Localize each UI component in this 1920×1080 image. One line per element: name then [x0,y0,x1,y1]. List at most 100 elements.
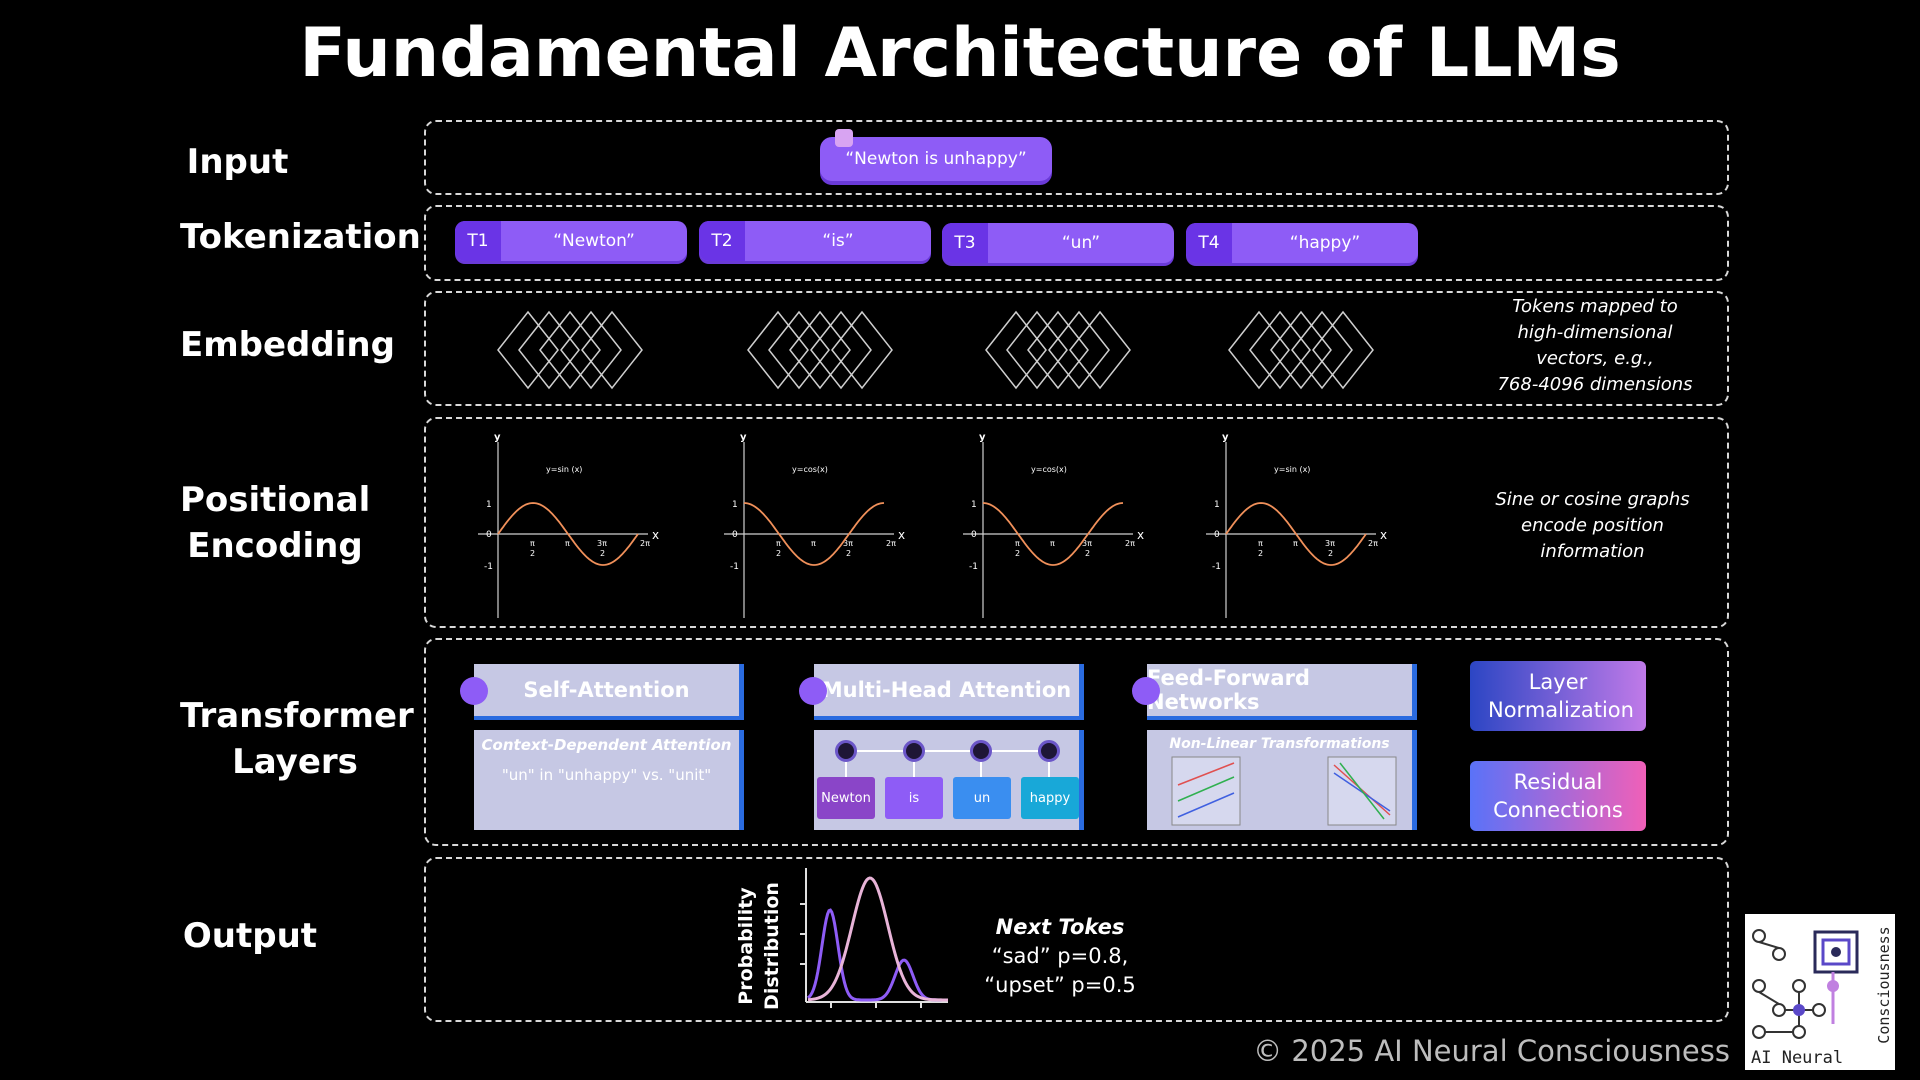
token-t2: T2 “is” [699,221,931,261]
y-label-line: Distribution [761,882,783,1010]
tick-label: 1 [1214,500,1220,510]
ffn-subtitle: Non-Linear Transformations [1169,736,1390,752]
tick-label: 2 [530,549,535,558]
tick-label: 1 [486,500,492,510]
tick-label: 3π [843,539,853,548]
multi-head-bullet-icon [799,677,827,705]
embedding-row-box [424,291,1729,406]
brand-logo: AI Neural Consciousness [1745,914,1895,1070]
graph-title: y=cos(x) [1031,465,1067,474]
tick-label: π [1293,539,1298,548]
input-text-pill: “Newton is unhappy” [820,137,1052,181]
tick-label: 1 [732,500,738,510]
next-token-line: “upset” p=0.5 [984,973,1136,997]
note-line: information [1540,541,1645,562]
tokenization-row-box [424,205,1729,281]
self-attention-body: Context-Dependent Attention "un" in "unh… [474,730,744,830]
row-label-tokenization: Tokenization [180,217,421,257]
encoding-curve [497,502,639,566]
ffn-header: Feed-Forward Networks [1147,664,1417,720]
tick-label: -1 [1212,562,1221,572]
output-distribution-chart [800,868,948,1008]
mh-token-happy: happy [1021,777,1079,819]
ffn-title: Feed-Forward Networks [1147,666,1310,714]
page-title: Fundamental Architecture of LLMs [299,14,1621,93]
self-attention-subtitle: Context-Dependent Attention [481,736,732,754]
input-row-box [424,120,1729,195]
tick-label: 0 [732,530,738,540]
mh-token-un: un [953,777,1011,819]
tick-label: π [530,539,535,548]
note-line: Sine or cosine graphs [1495,489,1690,510]
token-text: “is” [822,231,854,251]
attention-node-icon [970,740,992,762]
logo-text-side: Consciousness [1875,926,1893,1044]
encoding-curve [743,502,885,566]
tick-label: -1 [969,562,978,572]
self-attention-bullet-icon [460,677,488,705]
tick-label: 2 [776,549,781,558]
tick-label: 2π [1125,539,1135,548]
tick-label: 2 [846,549,851,558]
tick-label: π [565,539,570,548]
axis-x-label: x [1380,528,1387,542]
token-id: T4 [1186,223,1232,263]
row-label-encoding: Encoding [187,526,363,566]
tick-label: π [811,539,816,548]
positional-note: Sine or cosine graphs encode position in… [1480,487,1705,565]
layer-normalization-label: Layer Normalization [1488,670,1634,722]
tick-label: π [1015,539,1020,548]
tick-label: 2 [600,549,605,558]
mh-token-is: is [885,777,943,819]
note-line: vectors, e.g., [1536,348,1654,369]
output-row-box [424,857,1729,1022]
note-line: high-dimensional [1517,322,1673,343]
token-text: “happy” [1289,233,1361,253]
multi-head-header: Multi-Head Attention [814,664,1084,720]
encoding-curve [1225,502,1367,566]
axis-x-label: x [898,528,905,542]
footer-copyright: © 2025 AI Neural Consciousness [1253,1034,1730,1068]
token-t3: T3 “un” [942,223,1174,263]
axis-y-label: y [494,432,501,443]
token-id: T1 [455,221,501,261]
input-text: “Newton is unhappy” [845,149,1027,169]
axis-y-label: y [979,432,986,443]
graph-title: y=cos(x) [792,465,828,474]
y-label-line: Probability [735,887,757,1005]
input-marker-icon [835,129,853,147]
self-attention-header: Self-Attention [474,664,744,720]
axis-x-label: x [1137,528,1144,542]
note-line: encode position [1521,515,1664,536]
graph-title: y=sin (x) [546,465,582,474]
tick-label: 3π [1082,539,1092,548]
next-token-block: Next Tokes “sad” p=0.8, “upset” p=0.5 [980,913,1140,1000]
mh-token-newton: Newton [817,777,875,819]
note-line: 768-4096 dimensions [1497,374,1693,395]
tick-label: 3π [597,539,607,548]
tick-label: 2 [1015,549,1020,558]
tick-label: 2 [1258,549,1263,558]
row-label-embedding: Embedding [180,325,395,365]
residual-connections-label: Residual Connections [1493,770,1623,822]
logo-graphic [1752,929,1859,1039]
logo-text-bottom: AI Neural [1751,1048,1844,1068]
axis-x-label: x [652,528,659,542]
tick-label: -1 [484,562,493,572]
token-id: T2 [699,221,745,261]
token-text: “un” [1061,233,1101,253]
note-line: Tokens mapped to [1512,296,1678,317]
tick-label: 2π [1368,539,1378,548]
embedding-lattices [497,310,1374,390]
tick-label: π [776,539,781,548]
row-label-input: Input [186,142,289,182]
tick-label: -1 [730,562,739,572]
residual-connections-box: Residual Connections [1470,761,1646,831]
attention-node-icon [903,740,925,762]
layer-normalization-box: Layer Normalization [1470,661,1646,731]
self-attention-title: Self-Attention [523,678,690,702]
